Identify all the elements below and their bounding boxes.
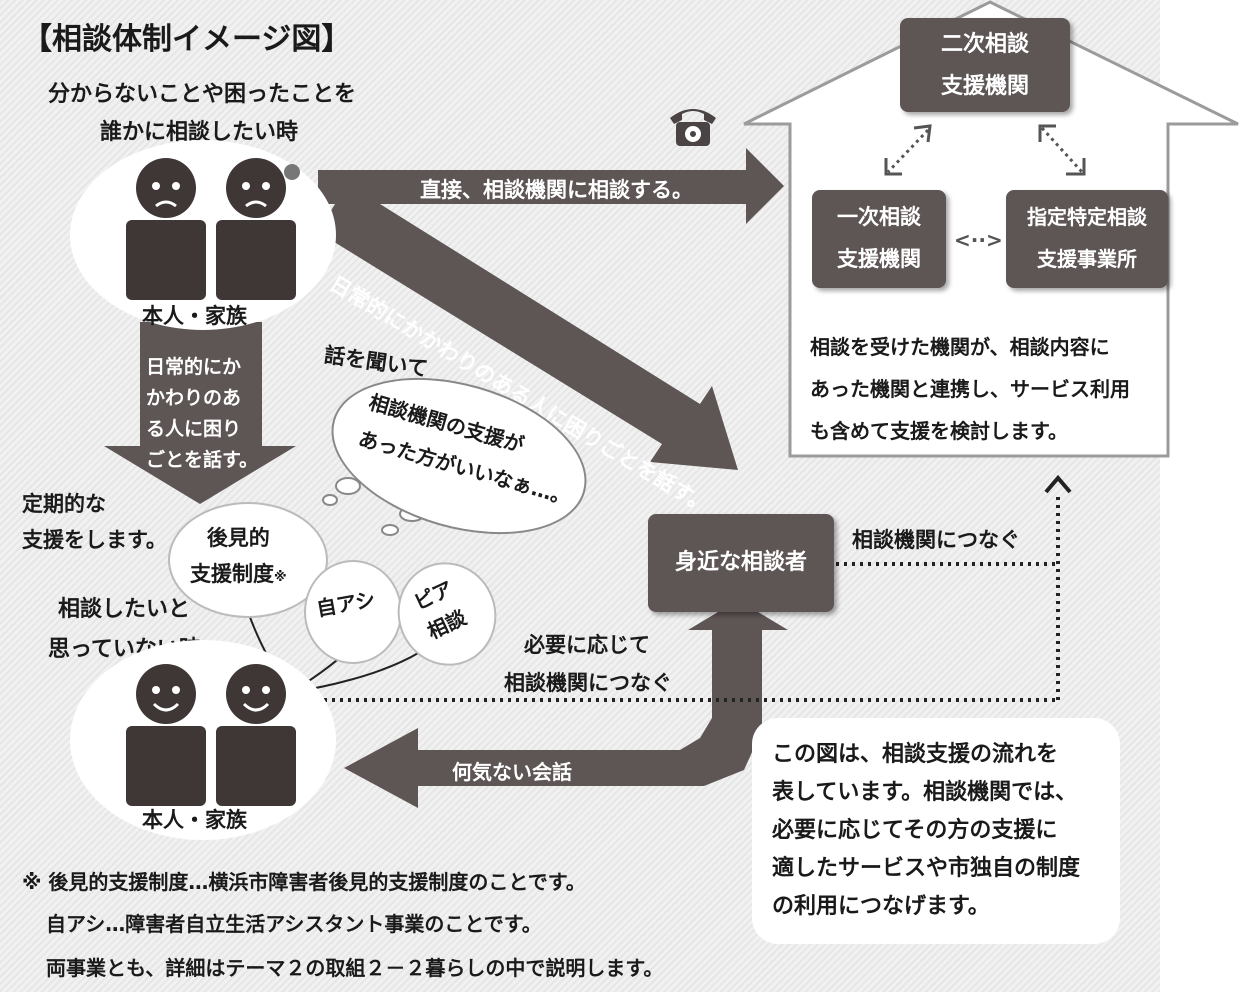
as-needed-label: 必要に応じて 相談機関につなぐ (504, 626, 672, 702)
person-icon-worried-1 (118, 154, 308, 308)
as-needed-line2: 相談機関につなぐ (504, 671, 672, 695)
house-dotted-left (886, 128, 930, 174)
connect-top-label: 相談機関につなぐ (852, 528, 1020, 552)
periodic-line: 定期的な (22, 492, 106, 516)
phone-icon (666, 102, 720, 148)
designated-line: 指定特定相談 (1027, 205, 1147, 229)
question-top: 分からないことや困ったことを 誰かに相談したい時 (48, 76, 356, 152)
person-label-top: 本人・家族 (142, 304, 247, 328)
balloon-guardian-line: 支援制度 (190, 562, 274, 586)
secondary-support-box: 二次相談 支援機関 (900, 18, 1070, 112)
primary-support-box: 一次相談 支援機関 (812, 190, 946, 288)
down-arrow-line: ごとを話す。 (146, 449, 259, 471)
explanation-line: この図は、相談支援の流れを (772, 742, 1059, 767)
primary-line: 支援機関 (837, 247, 921, 271)
diagonal-arrow (318, 184, 738, 470)
down-arrow-line: 日常的にか (146, 356, 242, 378)
secondary-line: 二次相談 (940, 32, 1029, 57)
explanation-box: この図は、相談支援の流れを 表しています。相談機関では、 必要に応じてその方の支… (752, 718, 1120, 944)
explanation-line: の利用につなげます。 (772, 894, 990, 919)
secondary-line: 支援機関 (940, 74, 1029, 99)
explanation-line: 表しています。相談機関では、 (772, 780, 1078, 805)
footnote-1: ※ 後見的支援制度…横浜市障害者後見的支援制度のことです。 (22, 870, 586, 894)
house-note: 相談を受けた機関が、相談内容に あった機関と連携し、サービス利用 も含めて支援を… (810, 326, 1130, 452)
house-note-line: も含めて支援を検討します。 (810, 419, 1068, 443)
direct-arrow (318, 148, 784, 224)
down-arrow-line: かわりのあ (146, 387, 242, 409)
explanation-line: 適したサービスや市独自の制度 (772, 856, 1081, 881)
designated-support-box: 指定特定相談 支援事業所 (1006, 190, 1168, 288)
footnote-3: 両事業とも、詳細はテーマ２の取組２－２暮らしの中で説明します。 (46, 956, 664, 980)
footnote-2: 自アシ…障害者自立生活アシスタント事業のことです。 (46, 912, 542, 936)
return-arrow (344, 600, 788, 808)
person-icon-smiling (118, 660, 308, 814)
page-title: 【相談体制イメージ図】 (22, 22, 352, 57)
down-arrow-line: る人に困り (146, 418, 242, 440)
casual-talk-label: 何気ない会話 (452, 760, 572, 784)
person-label-bottom: 本人・家族 (142, 808, 247, 832)
house-dotted-right (1040, 126, 1084, 174)
periodic-support: 定期的な 支援をします。 (22, 486, 167, 558)
explanation-line: 必要に応じてその方の支援に (772, 818, 1058, 843)
question-bottom-line1: 相談したいと (58, 597, 191, 622)
periodic-line: 支援をします。 (22, 528, 167, 552)
up-arrowhead (1044, 474, 1072, 494)
direct-arrow-label: 直接、相談機関に相談する。 (420, 178, 693, 202)
balloon-guardian-line: 後見的 (206, 526, 270, 550)
down-arrow-label: 日常的にか かわりのあ る人に困り ごとを話す。 (146, 352, 258, 476)
balloon-guardian (168, 502, 328, 618)
balloon-guardian-mark: ※ (274, 570, 287, 585)
house-note-line: 相談を受けた機関が、相談内容に (810, 335, 1110, 359)
question-top-line1: 分からないことや困ったことを (48, 82, 357, 107)
house-note-line: あった機関と連携し、サービス利用 (810, 377, 1130, 401)
close-consultant-box: 身近な相談者 (648, 514, 834, 612)
balloon-guardian-text: 後見的 支援制度※ (190, 520, 287, 596)
designated-line: 支援事業所 (1037, 247, 1137, 271)
down-arrow (104, 322, 296, 504)
exchange-arrow: <··> (954, 228, 1003, 252)
primary-line: 一次相談 (837, 205, 921, 229)
as-needed-line1: 必要に応じて (524, 633, 650, 657)
